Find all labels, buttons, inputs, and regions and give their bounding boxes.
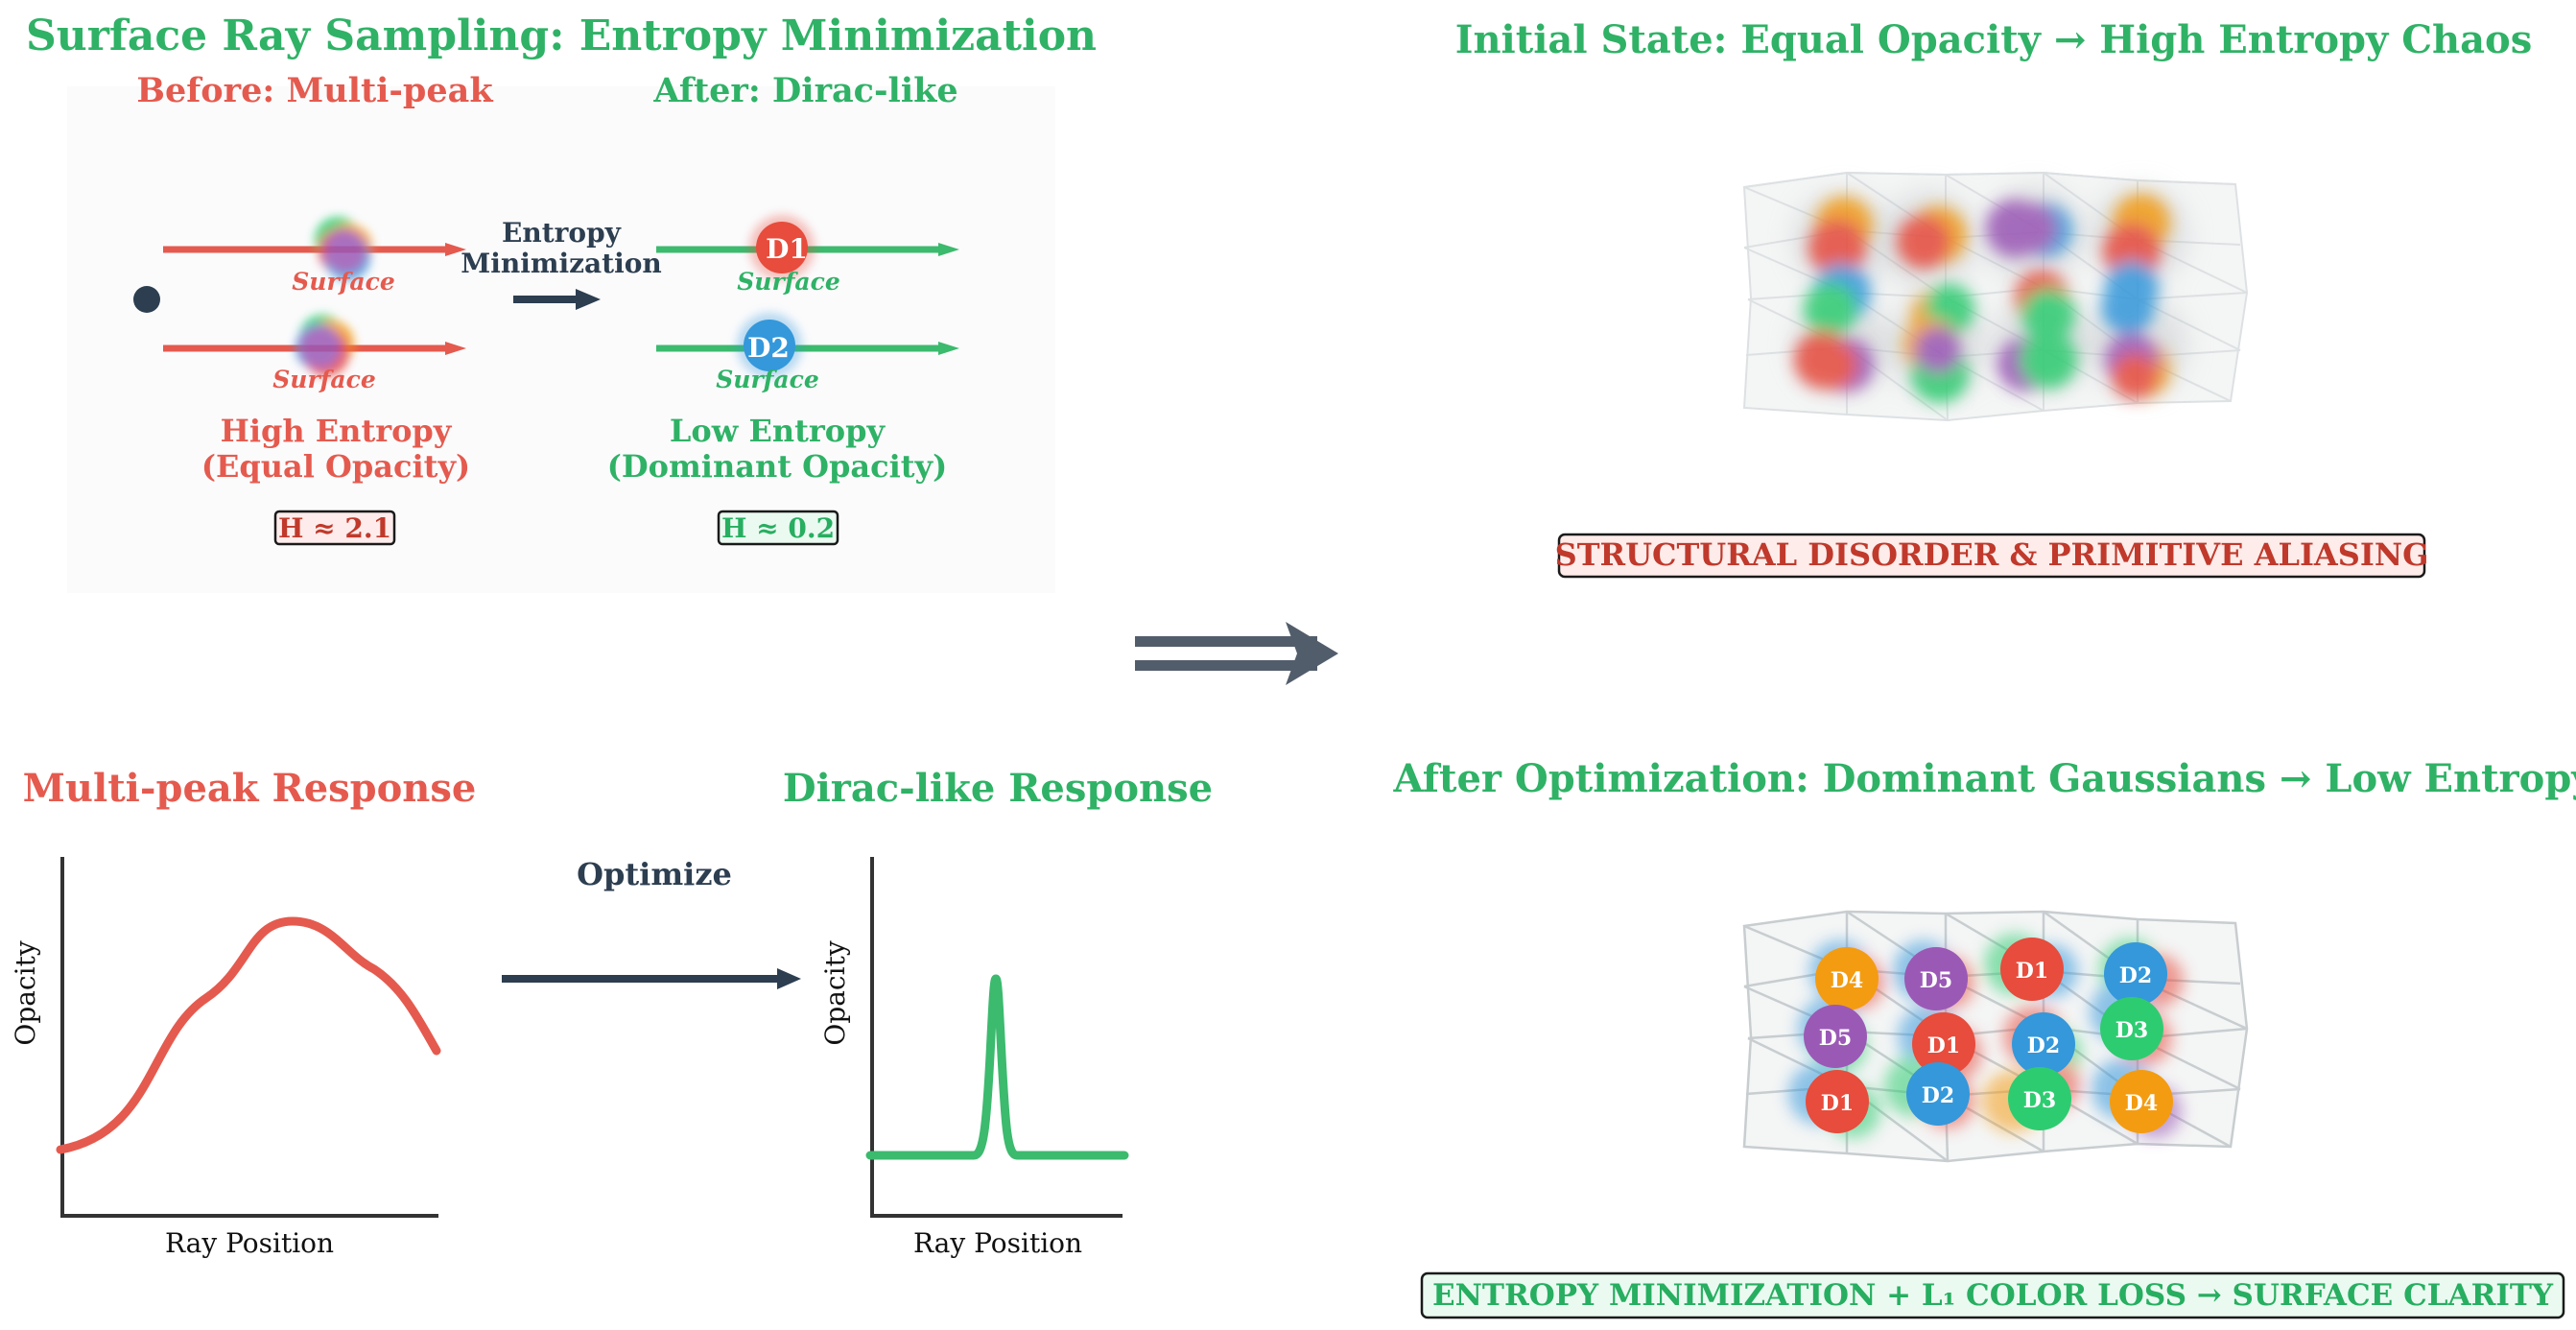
dirac-x-label: Ray Position: [913, 1227, 1082, 1259]
before-surface-label-2: Surface: [272, 366, 375, 393]
clarity-banner-text: ENTROPY MINIMIZATION + L₁ COLOR LOSS → S…: [1432, 1278, 2554, 1313]
multi-peak-plot: Ray Position Opacity: [10, 857, 441, 1259]
dominant-gaussian-d1: D1: [749, 215, 815, 280]
after-entropy-badge: H ≈ 0.2: [717, 510, 839, 546]
opt-gaussian-6-label: D1: [1927, 1033, 1960, 1058]
opt-gaussian-2-label: D5: [1920, 968, 1952, 993]
top-right-title: Initial State: Equal Opacity → High Entr…: [1455, 17, 2532, 62]
transition-double-arrow: [1135, 622, 1338, 685]
opt-gaussian-5-label: D5: [1819, 1026, 1852, 1051]
camera-origin-dot: [133, 286, 160, 313]
opt-gaussian-6: D1: [1912, 1012, 1975, 1076]
after-entropy-value: H ≈ 0.2: [721, 512, 835, 544]
opt-gaussian-10-label: D2: [1922, 1083, 1954, 1108]
opt-gaussian-9-label: D1: [1821, 1091, 1854, 1116]
opt-gaussian-5: D5: [1804, 1005, 1867, 1068]
before-entropy-badge: H ≈ 2.1: [273, 510, 396, 546]
opt-gaussian-11-label: D3: [2023, 1088, 2056, 1113]
entropy-minimization-arrow: [513, 289, 601, 310]
opt-gaussian-3-label: D1: [2016, 959, 2048, 984]
opt-gaussian-8-label: D3: [2115, 1018, 2148, 1043]
before-heading: Before: Multi-peak: [136, 71, 493, 110]
multi-peak-title: Multi-peak Response: [23, 766, 477, 811]
entropy-arrow-label-line2: Minimization: [461, 248, 662, 279]
after-heading: After: Dirac-like: [652, 71, 957, 110]
top-left-title: Surface Ray Sampling: Entropy Minimizati…: [26, 12, 1097, 60]
disorder-banner: STRUCTURAL DISORDER & PRIMITIVE ALIASING: [1555, 533, 2429, 579]
entropy-arrow-label-line1: Entropy: [502, 217, 622, 249]
multi-peak-x-label: Ray Position: [165, 1227, 334, 1259]
opt-gaussian-7: D2: [2012, 1012, 2075, 1076]
opt-gaussian-4-label: D2: [2119, 963, 2152, 988]
before-gaussian-cluster-1: [315, 217, 372, 280]
opt-gaussian-10: D2: [1906, 1062, 1970, 1126]
optimize-arrow: [502, 968, 801, 989]
dirac-curve: [865, 974, 1129, 1160]
before-ray-1: [163, 243, 466, 256]
dominant-gaussian-d2: D2: [737, 313, 802, 378]
disorder-banner-text: STRUCTURAL DISORDER & PRIMITIVE ALIASING: [1555, 536, 2429, 573]
after-caption-line2: (Dominant Opacity): [607, 448, 948, 485]
opt-gaussian-8: D3: [2100, 997, 2163, 1060]
after-caption-line1: Low Entropy: [670, 413, 886, 449]
before-entropy-value: H ≈ 2.1: [278, 512, 391, 544]
d2-label: D2: [747, 332, 790, 364]
opt-gaussian-3: D1: [2000, 938, 2064, 1001]
opt-gaussian-7-label: D2: [2027, 1033, 2060, 1058]
multi-peak-y-label: Opacity: [10, 940, 41, 1045]
opt-gaussian-12-label: D4: [2125, 1091, 2158, 1116]
clarity-banner: ENTROPY MINIMIZATION + L₁ COLOR LOSS → S…: [1420, 1271, 2565, 1319]
dirac-y-label: Opacity: [819, 940, 851, 1045]
top-left-panel-bg: [67, 86, 1055, 593]
dirac-plot: Ray Position Opacity: [819, 857, 1129, 1259]
dirac-title: Dirac-like Response: [783, 766, 1213, 811]
opt-gaussian-12: D4: [2110, 1070, 2173, 1133]
optimize-label: Optimize: [577, 856, 732, 892]
opt-gaussian-2: D5: [1904, 947, 1968, 1010]
before-caption-line1: High Entropy: [221, 413, 453, 449]
before-caption-line2: (Equal Opacity): [201, 448, 470, 485]
optimized-dominant-gaussians: D4 D5 D1 D2 D5 D1 D2 D3 D1 D2 D3 D4: [1804, 938, 2173, 1133]
multi-peak-curve: [56, 916, 441, 1154]
bottom-right-title: After Optimization: Dominant Gaussians →…: [1392, 756, 2576, 801]
d1-label: D1: [766, 233, 808, 265]
opt-gaussian-1-label: D4: [1831, 968, 1863, 993]
opt-gaussian-11: D3: [2008, 1067, 2071, 1130]
initial-gaussian-chaos: [1794, 187, 2187, 403]
after-surface-label-1: Surface: [737, 268, 839, 296]
opt-gaussian-1: D4: [1815, 947, 1879, 1010]
before-surface-label-1: Surface: [292, 268, 394, 296]
after-surface-label-2: Surface: [716, 366, 818, 393]
before-gaussian-cluster-2: [295, 315, 354, 376]
opt-gaussian-9: D1: [1806, 1070, 1869, 1133]
opt-gaussian-4: D2: [2104, 942, 2167, 1006]
